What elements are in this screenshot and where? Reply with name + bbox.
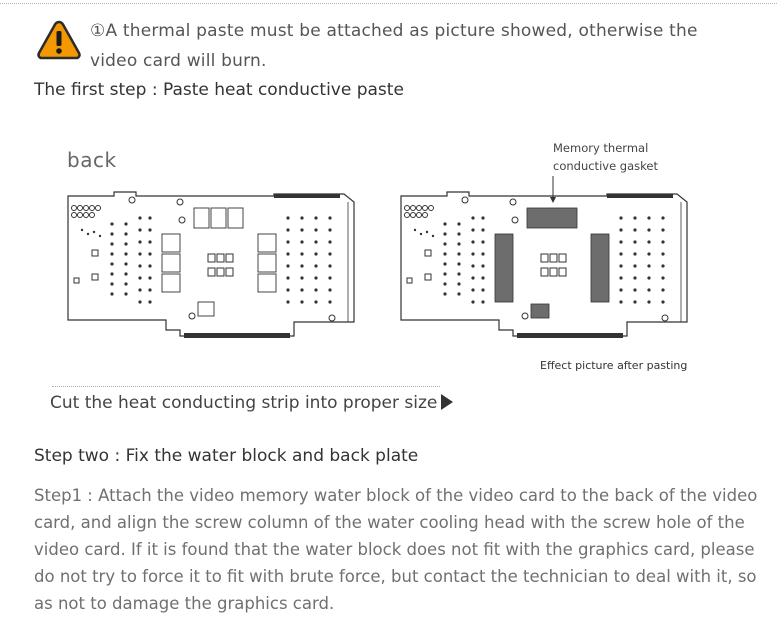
step1-title: The first step : Paste heat conductive p…	[34, 80, 404, 100]
section-divider	[52, 386, 440, 387]
step2-title: Step two : Fix the water block and back …	[34, 446, 419, 466]
memory-gasket-label-line1: Memory thermal	[553, 141, 649, 155]
pcb-after-pasting-diagram	[400, 191, 688, 338]
pcb-back-diagram	[67, 191, 355, 338]
warning-icon	[37, 20, 81, 60]
step2-body: Step1 : Attach the video memory water bl…	[34, 486, 758, 613]
warning-marker: ①	[90, 21, 106, 41]
play-arrow-icon	[441, 394, 454, 410]
label-leader-line	[550, 176, 556, 203]
warning-text: ①A thermal paste must be attached as pic…	[90, 16, 750, 76]
memory-gasket-label: Memory thermal conductive gasket	[553, 139, 658, 175]
memory-gasket-label-line2: conductive gasket	[553, 159, 658, 173]
warning-message: A thermal paste must be attached as pict…	[90, 21, 698, 71]
top-divider	[0, 3, 777, 4]
cut-instruction-text: Cut the heat conducting strip into prope…	[50, 393, 438, 413]
back-label: back	[67, 148, 117, 172]
effect-picture-label: Effect picture after pasting	[540, 359, 688, 372]
cut-instruction: Cut the heat conducting strip into prope…	[50, 393, 454, 413]
